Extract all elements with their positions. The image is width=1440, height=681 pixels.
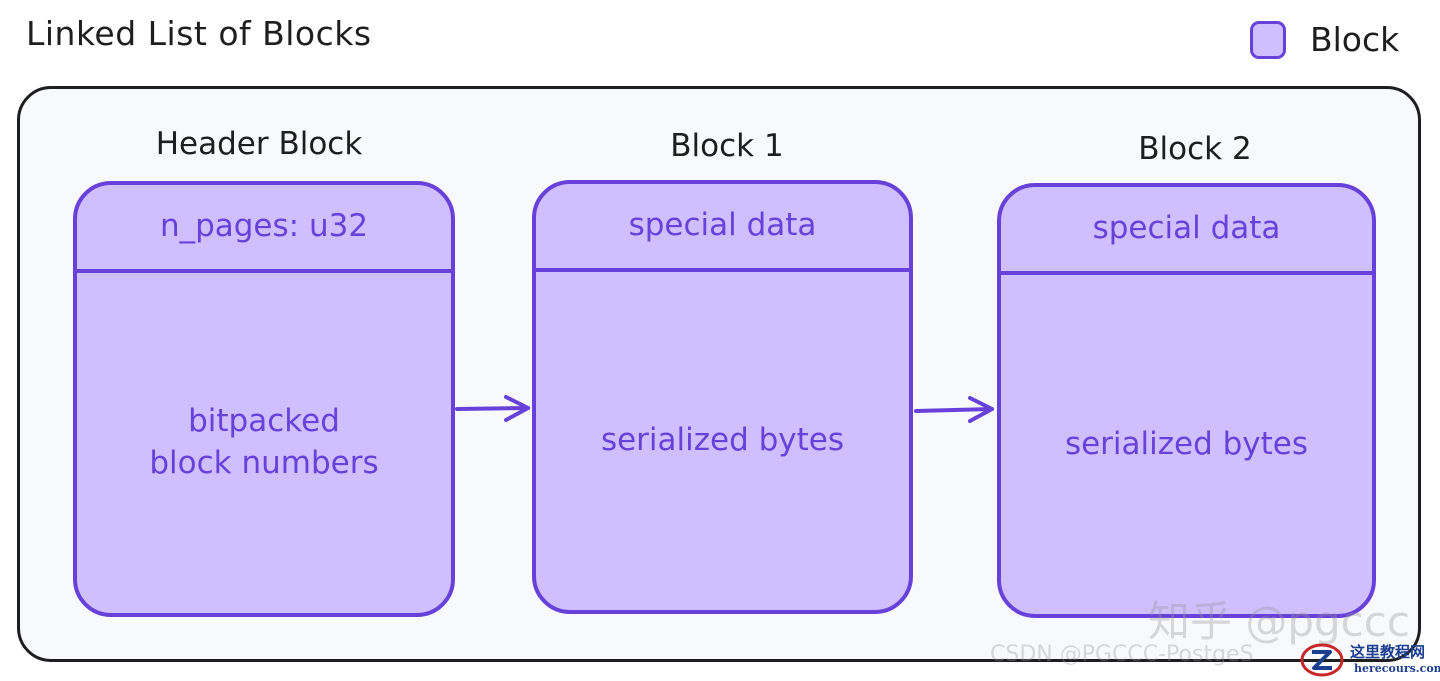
csdn-watermark: CSDN @PGCCC-PostgeS (990, 642, 1254, 667)
block-header-section: n_pages: u32 (77, 185, 451, 273)
site-url: herecours.com (1354, 662, 1440, 675)
diagram-title: Linked List of Blocks (26, 14, 372, 53)
block-header-label: special data (1092, 210, 1281, 247)
block-1: special data serialized bytes (532, 180, 913, 614)
legend: Block (1250, 20, 1399, 59)
block-header-section: special data (536, 184, 909, 272)
block-body-section: bitpacked block numbers (77, 273, 451, 613)
site-watermark: 这里教程网 herecours.com (1298, 640, 1440, 680)
block-header: n_pages: u32 bitpacked block numbers (73, 181, 455, 617)
block-body-label: bitpacked block numbers (149, 403, 379, 481)
block-body-section: serialized bytes (1001, 275, 1372, 614)
block-title-1: Block 1 (670, 128, 784, 164)
block-2: special data serialized bytes (997, 183, 1376, 618)
block-body-section: serialized bytes (536, 272, 909, 610)
block-title-2: Block 2 (1138, 131, 1252, 167)
site-logo-icon (1300, 643, 1344, 677)
block-header-section: special data (1001, 187, 1372, 275)
zhihu-watermark: 知乎 @pgccc (1148, 597, 1410, 646)
block-body-label: serialized bytes (600, 422, 845, 459)
block-header-label: n_pages: u32 (159, 208, 369, 245)
block-body-label: serialized bytes (1064, 425, 1309, 462)
legend-swatch (1250, 20, 1286, 59)
legend-label: Block (1310, 20, 1400, 59)
site-name: 这里教程网 (1350, 643, 1426, 661)
block-header-label: special data (628, 207, 817, 244)
block-title-header: Header Block (155, 126, 363, 162)
